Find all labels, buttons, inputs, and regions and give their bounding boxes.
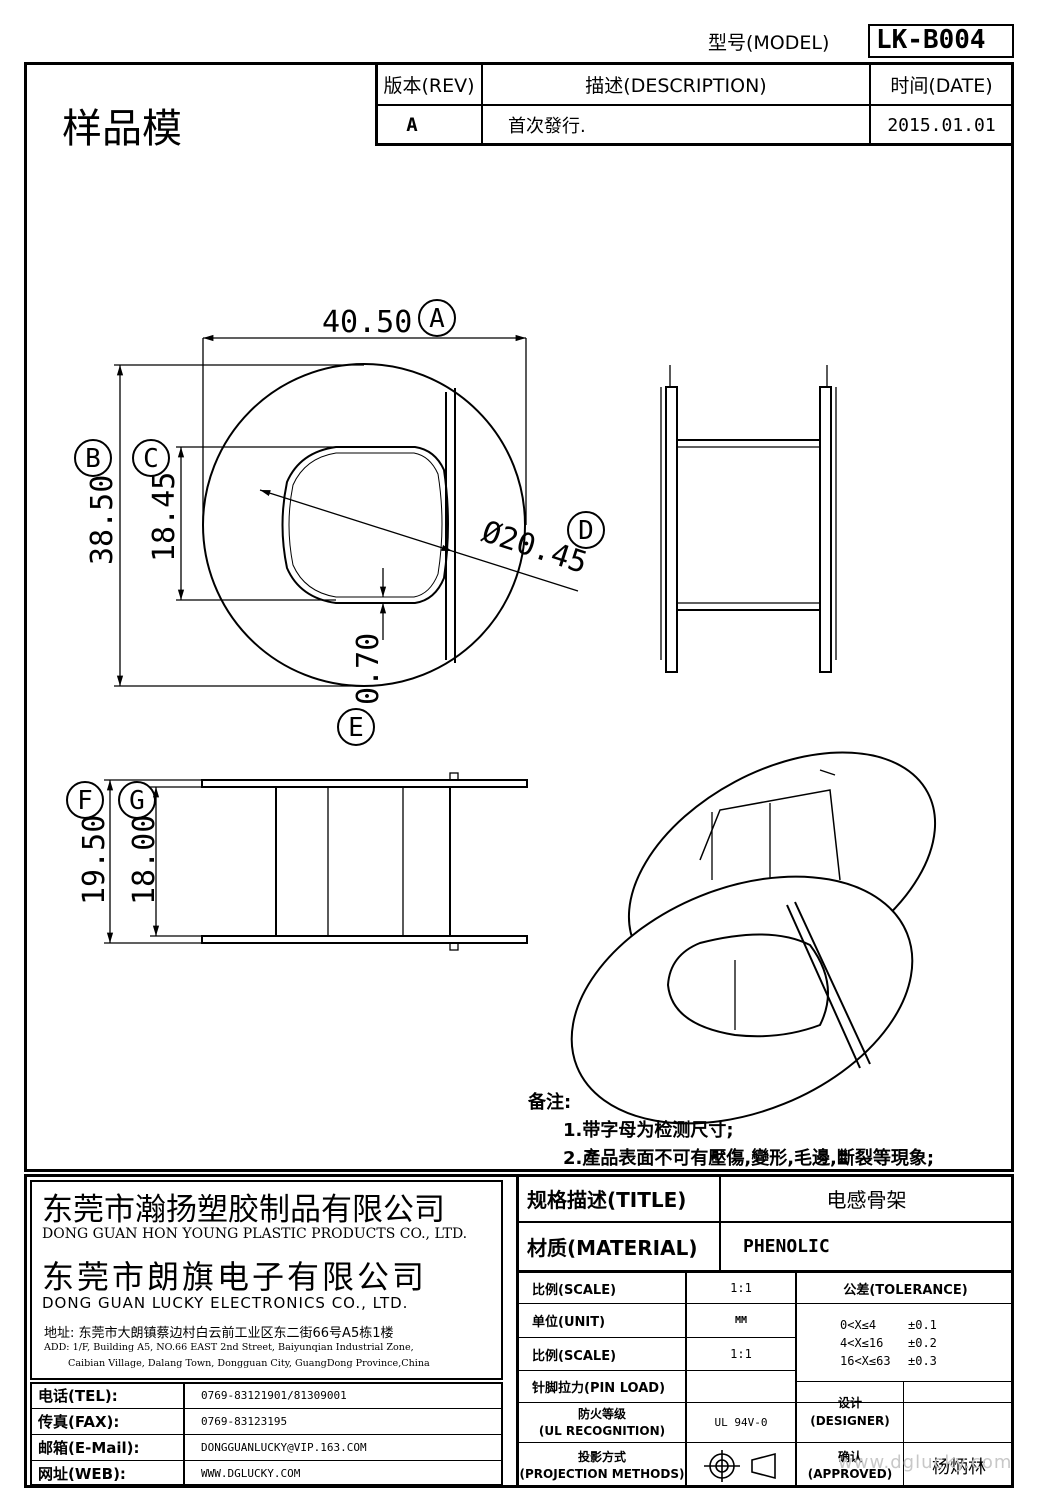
designer-label: 设计 (DESIGNER): [797, 1382, 903, 1442]
tolerance-list: 0<X≤4±0.1 4<X≤16±0.2 16<X≤63±0.3: [840, 1316, 937, 1370]
date-value: 2015.01.01: [887, 114, 996, 136]
marker-f: F: [66, 781, 104, 819]
sheet-title: 样品模: [62, 106, 182, 152]
approved-label: 确认 (APPROVED): [797, 1443, 903, 1488]
svg-text:C: C: [143, 444, 159, 474]
projection-label-en: (PROJECTION METHODS): [519, 1466, 685, 1481]
svg-text:G: G: [129, 786, 145, 816]
dim-c-value: 18.45: [147, 472, 182, 562]
date-header: 时间(DATE): [890, 74, 993, 97]
dim-d-value: Ø20.45: [478, 514, 592, 581]
material-label: 材质(MATERIAL): [527, 1236, 698, 1260]
fax-value: 0769-83123195: [201, 1414, 288, 1428]
company-name-en-1: DONG GUAN HON YOUNG PLASTIC PRODUCTS CO.…: [42, 1226, 468, 1242]
marker-b: B: [74, 439, 112, 477]
desc-value: 首次發行.: [508, 116, 586, 137]
projection-label-cn: 投影方式: [577, 1449, 626, 1464]
dim-e-value: 0.70: [351, 633, 386, 705]
bore-outline: [281, 446, 449, 604]
rev-value: A: [406, 114, 418, 136]
marker-g: G: [118, 781, 156, 819]
scale2-label: 比例(SCALE): [532, 1348, 617, 1364]
svg-text:A: A: [429, 304, 445, 334]
dim-f-value: 19.50: [77, 815, 112, 905]
svg-text:D: D: [578, 516, 594, 546]
projection-symbol-icon: [704, 1450, 776, 1482]
marker-e: E: [337, 708, 375, 746]
approved-label-cn: 确认: [837, 1449, 862, 1464]
tolerance-row-2: 4<X≤16±0.2: [840, 1336, 937, 1350]
approved-value: 杨炳林: [932, 1456, 986, 1478]
watermark: www.dglucky.com: [838, 1452, 1013, 1473]
email-value: DONGGUANLUCKY@VIP.163.COM: [201, 1440, 367, 1454]
unit-label: 单位(UNIT): [532, 1315, 606, 1330]
tolerance-row-1: 0<X≤4±0.1: [840, 1318, 937, 1332]
dim-b-value: 38.50: [85, 475, 120, 565]
tolerance-label: 公差(TOLERANCE): [843, 1282, 968, 1298]
technical-drawing: 40.50 38.50 18.45 Ø20.45 0.70 19.50 18.0…: [66, 299, 937, 1125]
dim-g-value: 18.00: [127, 815, 162, 905]
company-name-en-2: DONG GUAN LUCKY ELECTRONICS CO., LTD.: [42, 1294, 409, 1312]
company-name-cn-1: 东莞市瀚扬塑胶制品有限公司: [42, 1192, 445, 1228]
pin-load-label: 针脚拉力(PIN LOAD): [532, 1381, 666, 1396]
pin-load-value: [687, 1371, 795, 1402]
tel-label: 电话(TEL):: [38, 1386, 118, 1405]
email-label: 邮箱(E-Mail):: [38, 1438, 140, 1457]
marker-a: A: [418, 299, 456, 337]
fire-label-cn: 防火等级: [577, 1406, 626, 1421]
company-panel: [30, 1180, 503, 1380]
tel-value: 0769-83121901/81309001: [201, 1388, 347, 1402]
fire-value: UL 94V-0: [714, 1416, 768, 1429]
title-label: 规格描述(TITLE): [527, 1188, 687, 1212]
notes-title: 备注:: [528, 1092, 572, 1113]
tolerance-row-3: 16<X≤63±0.3: [840, 1354, 937, 1368]
designer-label-en: (DESIGNER): [810, 1414, 890, 1428]
fire-label-en: (UL RECOGNITION): [538, 1423, 666, 1438]
address-cn: 地址: 东莞市大朗镇蔡边村白云前工业区东二街66号A5栋1楼: [44, 1326, 394, 1341]
company-name-cn-2: 东莞市朗旗电子有限公司: [42, 1258, 428, 1296]
web-label: 网址(WEB):: [38, 1464, 126, 1483]
note-item-1: 1.带字母为检测尺寸;: [563, 1120, 734, 1141]
svg-text:E: E: [348, 713, 364, 743]
dim-a-value: 40.50: [322, 305, 412, 340]
fire-label: 防火等级 (UL RECOGNITION): [519, 1403, 685, 1442]
approved-label-en: (APPROVED): [807, 1466, 893, 1481]
title-value: 电感骨架: [826, 1188, 907, 1212]
rev-header: 版本(REV): [383, 74, 475, 97]
material-value: PHENOLIC: [743, 1236, 830, 1257]
title-block: [24, 1174, 1014, 1488]
unit-value: MM: [734, 1315, 748, 1326]
address-en-1: ADD: 1/F, Building A5, NO.66 EAST 2nd St…: [44, 1342, 414, 1353]
model-box: [868, 24, 1014, 58]
web-value: WWW.DGLUCKY.COM: [201, 1466, 301, 1480]
fax-label: 传真(FAX):: [38, 1412, 120, 1431]
note-item-2: 2.產品表面不可有壓傷,變形,毛邊,斷裂等現象;: [563, 1148, 935, 1169]
model-label: 型号(MODEL): [708, 32, 830, 54]
svg-text:B: B: [85, 444, 101, 474]
model-value: LK-B004: [876, 25, 986, 55]
projection-label: 投影方式 (PROJECTION METHODS): [519, 1443, 685, 1488]
svg-text:F: F: [77, 786, 93, 816]
scale2-value: 1:1: [730, 1347, 752, 1361]
scale-value: 1:1: [730, 1281, 752, 1295]
designer-value: [904, 1382, 1014, 1442]
marker-c: C: [132, 439, 170, 477]
desc-header: 描述(DESCRIPTION): [585, 74, 767, 97]
address-en-2: Caibian Village, Dalang Town, Dongguan C…: [68, 1358, 430, 1369]
marker-d: D: [567, 511, 605, 549]
designer-label-cn: 设计: [837, 1396, 862, 1410]
scale-label: 比例(SCALE): [532, 1282, 617, 1298]
